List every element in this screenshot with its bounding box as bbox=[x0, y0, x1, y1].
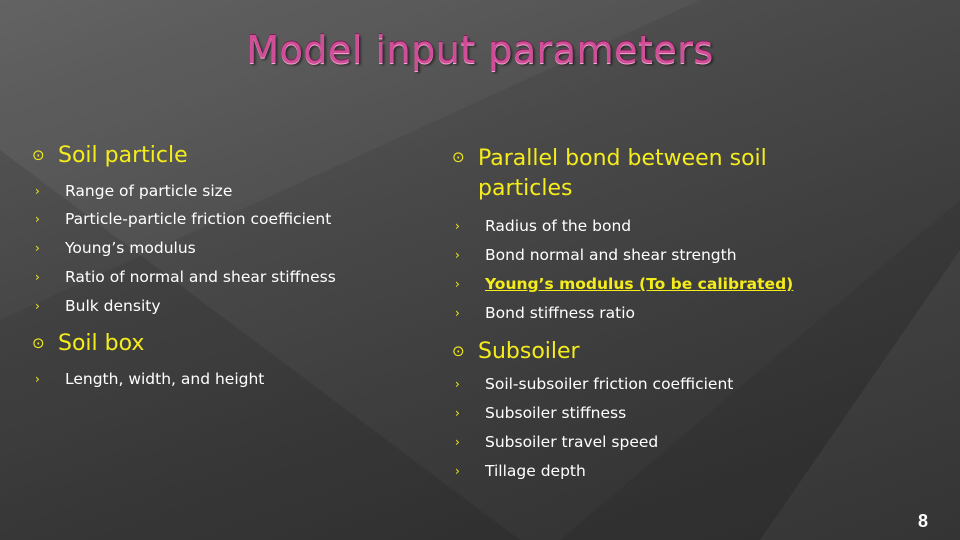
slide-title: Model input parameters bbox=[246, 28, 714, 72]
chevron-right-icon: › bbox=[35, 184, 40, 198]
list-item: › Subsoiler travel speed bbox=[452, 432, 658, 452]
chevron-right-icon: › bbox=[455, 248, 460, 262]
section-heading-soil-box: ⊙ Soil box bbox=[32, 331, 145, 356]
chevron-right-icon: › bbox=[455, 377, 460, 391]
chevron-right-icon: › bbox=[35, 241, 40, 255]
list-item: › Radius of the bond bbox=[452, 216, 631, 236]
target-bullet-icon: ⊙ bbox=[452, 148, 465, 166]
chevron-right-icon: › bbox=[455, 219, 460, 233]
list-item: › Length, width, and height bbox=[32, 369, 264, 389]
list-item: › Bulk density bbox=[32, 296, 161, 316]
chevron-right-icon: › bbox=[35, 270, 40, 284]
list-item: › Particle-particle friction coefficient bbox=[32, 209, 331, 229]
list-item: › Bond stiffness ratio bbox=[452, 303, 635, 323]
chevron-right-icon: › bbox=[35, 299, 40, 313]
chevron-right-icon: › bbox=[455, 306, 460, 320]
section-heading-subsoiler: ⊙ Subsoiler bbox=[452, 339, 580, 364]
chevron-right-icon: › bbox=[455, 277, 460, 291]
list-item: › Bond normal and shear strength bbox=[452, 245, 737, 265]
section-heading-parallel-bond: ⊙ Parallel bond between soil particles bbox=[452, 146, 767, 201]
target-bullet-icon: ⊙ bbox=[32, 334, 45, 352]
list-item: › Tillage depth bbox=[452, 461, 586, 481]
target-bullet-icon: ⊙ bbox=[32, 146, 45, 164]
chevron-right-icon: › bbox=[35, 212, 40, 226]
target-bullet-icon: ⊙ bbox=[452, 342, 465, 360]
chevron-right-icon: › bbox=[455, 406, 460, 420]
list-item: › Ratio of normal and shear stiffness bbox=[32, 267, 336, 287]
list-item: › Range of particle size bbox=[32, 181, 232, 201]
chevron-right-icon: › bbox=[455, 464, 460, 478]
list-item: › Young’s modulus bbox=[32, 238, 196, 258]
list-item: › Soil-subsoiler friction coefficient bbox=[452, 374, 733, 394]
chevron-right-icon: › bbox=[455, 435, 460, 449]
chevron-right-icon: › bbox=[35, 372, 40, 386]
list-item: › Subsoiler stiffness bbox=[452, 403, 626, 423]
section-heading-soil-particle: ⊙ Soil particle bbox=[32, 143, 188, 168]
page-number: 8 bbox=[917, 511, 928, 531]
list-item-highlighted: › Young’s modulus (To be calibrated) bbox=[452, 274, 793, 294]
